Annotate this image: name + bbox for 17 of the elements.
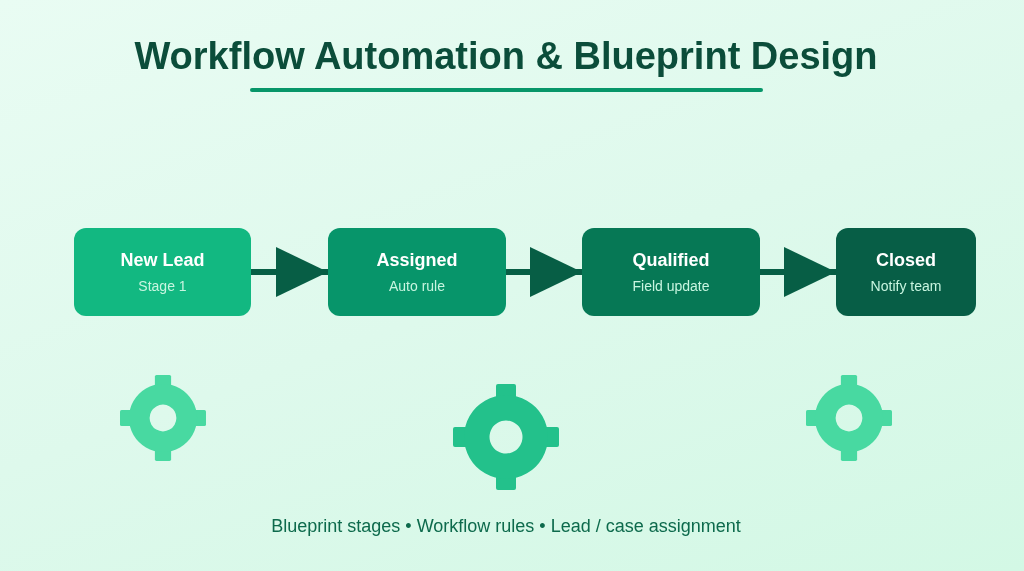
process-box [74,228,251,316]
diagram-title: Workflow Automation & Blueprint Design [133,34,879,79]
stage-title: Qualified [632,249,710,271]
stage-subtitle: Notify team [870,277,942,295]
caption-text: Blueprint stages • Workflow rules • Lead / case assignment [270,515,742,538]
stage-title: Closed [876,249,936,271]
process-box [328,228,506,316]
stage-title: Assigned [376,249,458,271]
arrow [251,247,328,297]
stage-subtitle: Stage 1 [138,277,187,295]
process-box [582,228,760,316]
stage-subtitle: Auto rule [388,277,445,295]
stage-title: New Lead [120,249,205,271]
arrow [760,247,836,297]
arrow [506,247,582,297]
stage-subtitle: Field update [632,277,710,295]
process-box [836,228,976,316]
